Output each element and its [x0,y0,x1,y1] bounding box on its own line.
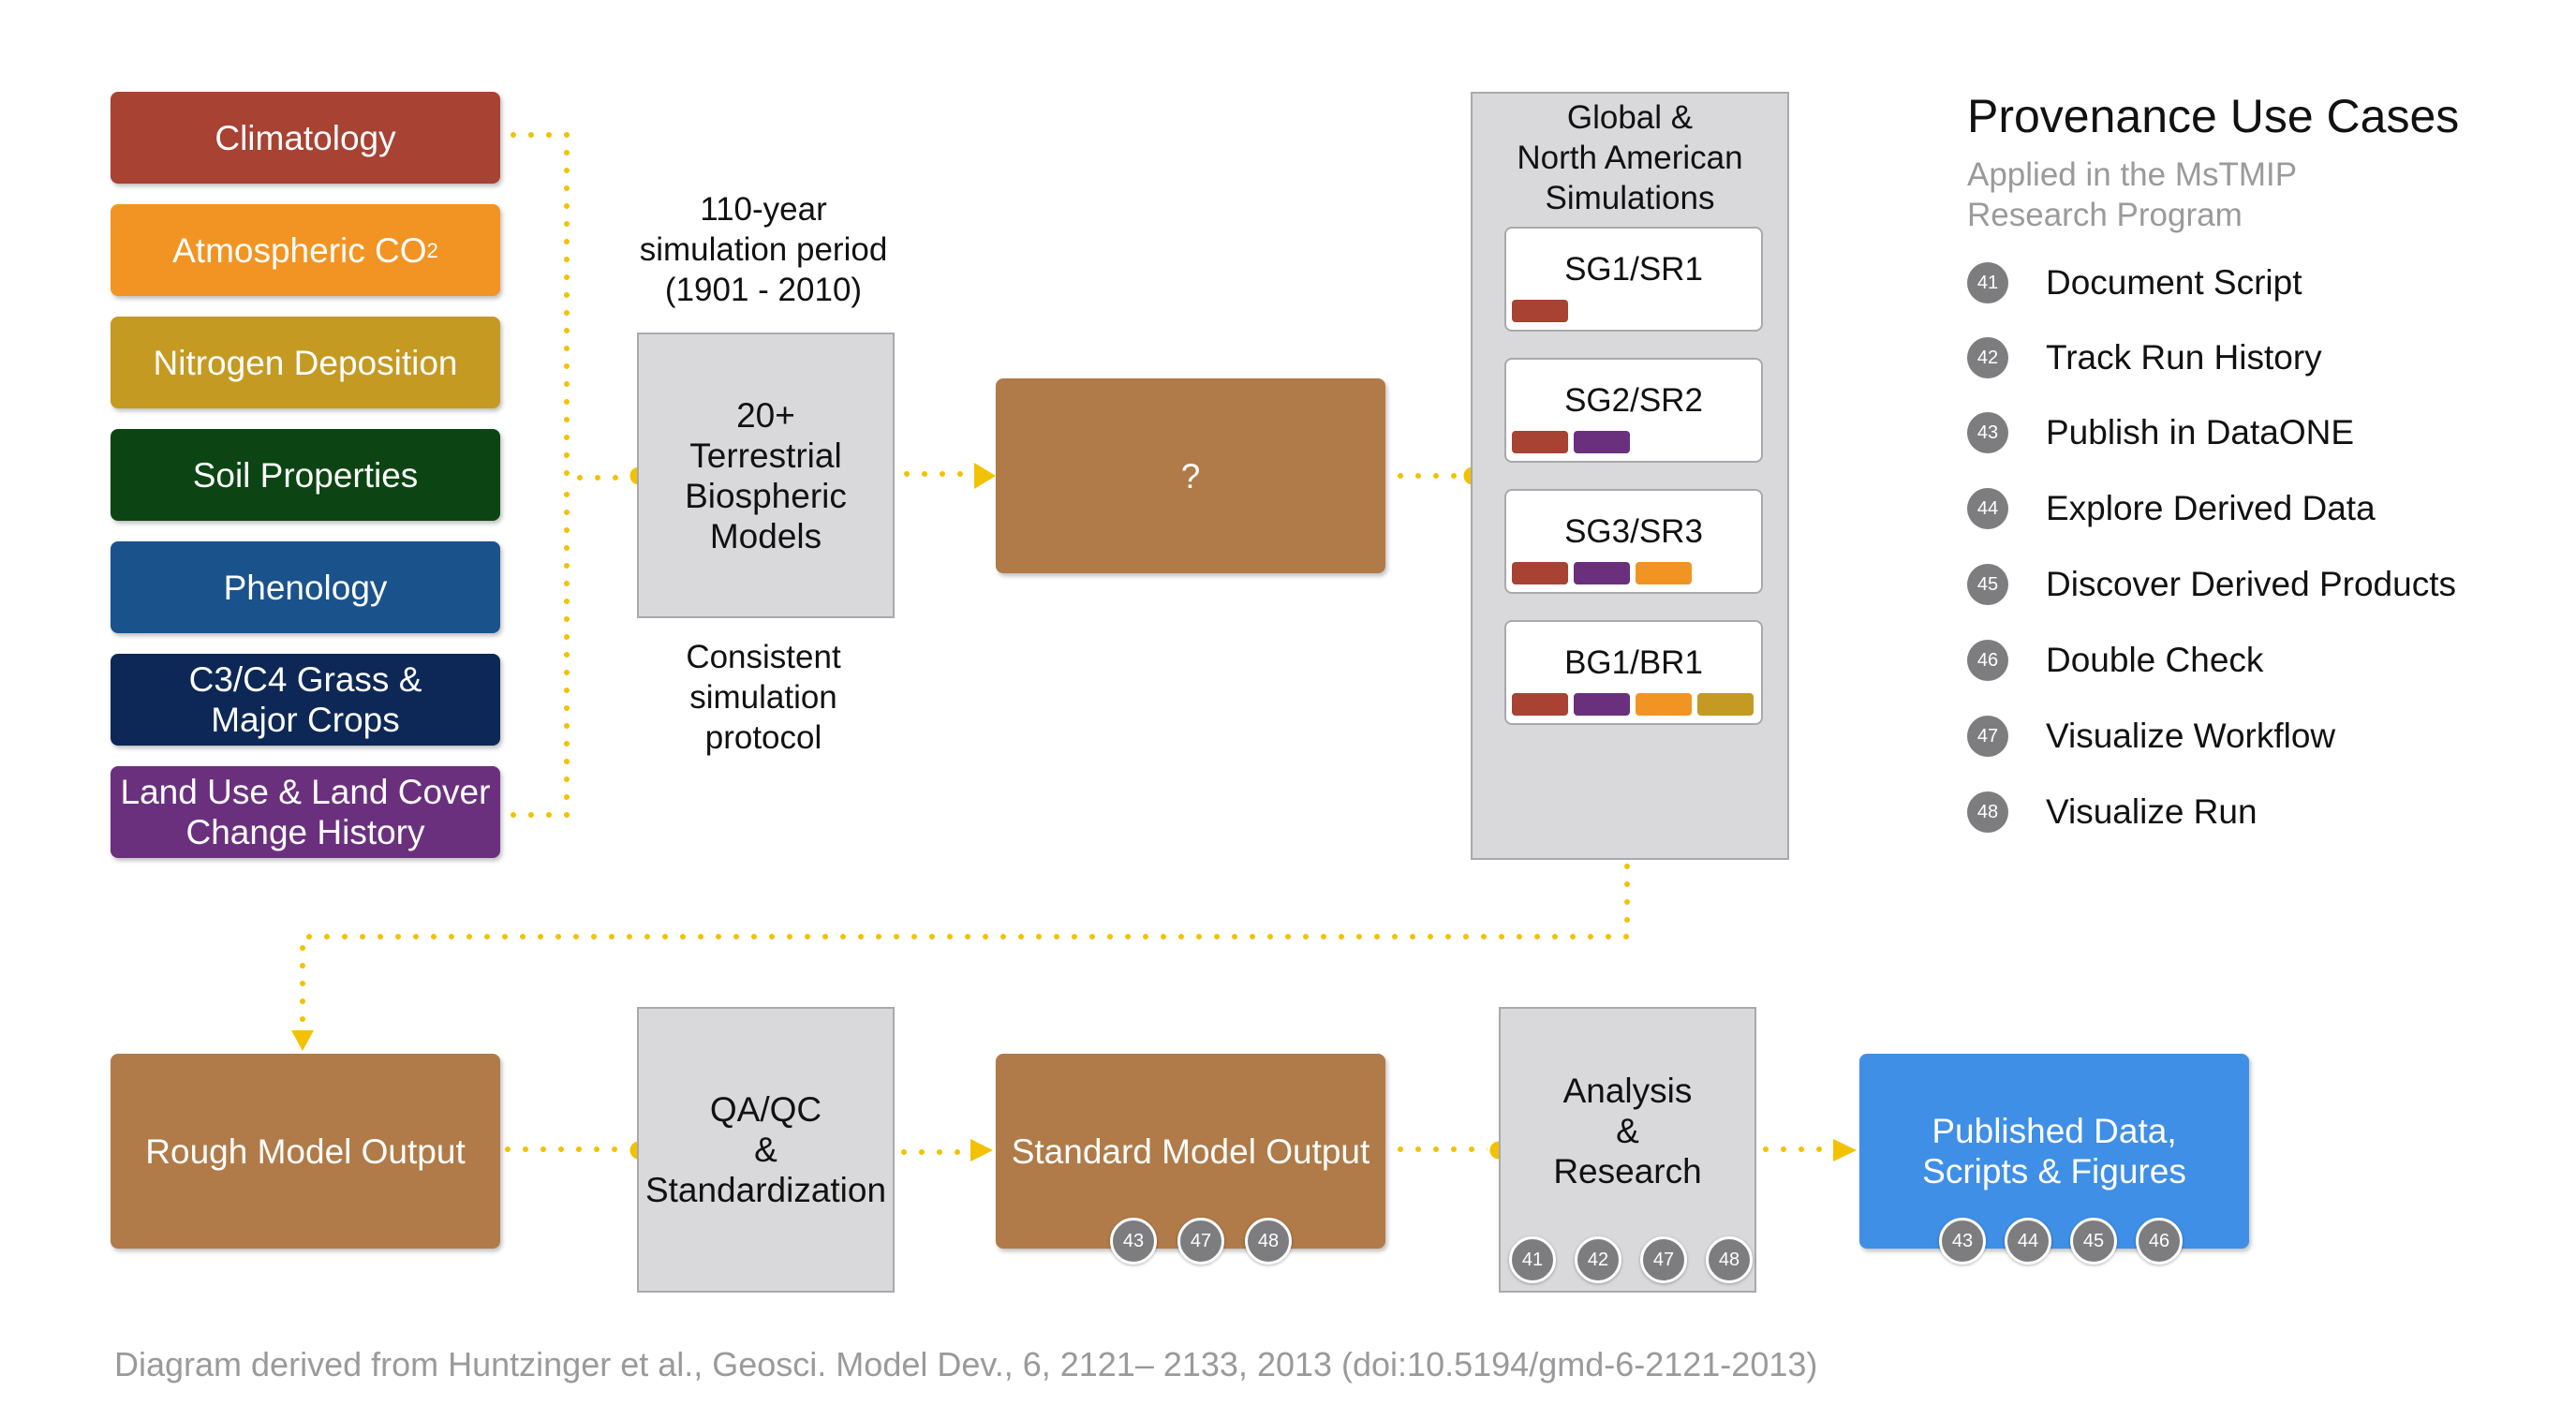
published-badges: 43 44 45 46 [1939,1218,2183,1264]
protocol-note: Consistent simulation protocol [686,639,841,756]
arrow-into-standard [970,1139,993,1161]
badge-icon: 47 [1177,1218,1224,1264]
badge-icon: 47 [1640,1236,1687,1283]
legend-item-label: Visualize Run [2046,792,2258,831]
sim-card-label: SG2/SR2 [1564,382,1703,419]
analysis-badges: 41 42 47 48 [1509,1236,1753,1283]
badge-icon: 43 [1967,412,2008,453]
input-land-use-history: Land Use & Land Cover Change History [111,766,500,858]
legend-item-label: Publish in DataONE [2046,413,2355,451]
sim-card-label: SG1/SR1 [1564,251,1703,288]
legend-item-label: Explore Derived Data [2046,489,2376,527]
arrow-into-rough [291,1030,314,1051]
legend-item-48: 48 Visualize Run [1967,791,2258,833]
input-nitrogen-deposition: Nitrogen Deposition [111,317,500,408]
legend-item-label: Discover Derived Products [2046,565,2456,603]
simulation-period-note: 110-year simulation period (1901 - 2010) [639,191,888,308]
swatch-climatology [1512,562,1568,584]
input-soil-properties: Soil Properties [111,429,500,521]
input-phenology: Phenology [111,541,500,633]
legend-item-47: 47 Visualize Workflow [1967,716,2335,757]
swatch-nitrogen [1697,693,1754,716]
sim-card-label: SG3/SR3 [1564,513,1703,550]
badge-icon: 41 [1509,1236,1556,1283]
legend-item-label: Double Check [2046,641,2264,679]
arrow-into-published [1833,1139,1857,1161]
swatch-co2 [1636,562,1692,584]
input-climatology: Climatology [111,92,500,184]
badge-icon: 45 [1967,564,2008,605]
legend-item-41: 41 Document Script [1967,262,2302,303]
published-data-box: Published Data, Scripts & Figures [1859,1054,2249,1249]
legend-title: Provenance Use Cases [1967,90,2460,142]
sim-card-swatches [1512,562,1692,584]
legend-item-46: 46 Double Check [1967,640,2263,681]
simulations-title: Global & North American Simulations [1517,99,1743,216]
legend-item-42: 42 Track Run History [1967,337,2322,378]
badge-icon: 46 [1967,640,2008,681]
badge-icon: 41 [1967,262,2008,303]
badge-icon: 43 [1110,1218,1157,1264]
legend-item-label: Visualize Workflow [2046,717,2336,755]
connector-sims-to-rough [300,864,1630,1024]
legend-subtitle: Applied in the MsTMIP Research Program [1967,156,2298,233]
badge-icon: 48 [1967,791,2008,833]
legend-item-43: 43 Publish in DataONE [1967,412,2354,453]
standard-output-badges: 43 47 48 [1110,1218,1292,1264]
badge-icon: 44 [1967,488,2008,529]
sim-card-label: BG1/BR1 [1564,644,1703,681]
badge-icon: 48 [1706,1236,1753,1283]
legend-item-44: 44 Explore Derived Data [1967,488,2376,529]
swatch-co2 [1636,693,1692,716]
input-c3c4-grass-crops: C3/C4 Grass & Major Crops [111,654,500,746]
swatch-land-use [1574,693,1630,716]
sim-card-swatches [1512,693,1754,716]
qaqc-box: QA/QC & Standardization [637,1007,895,1293]
simulations-panel: Global & North American Simulations SG1/… [1471,92,1789,860]
terrestrial-models-box: 20+ Terrestrial Biospheric Models [637,333,895,618]
sim-card-bg1: BG1/BR1 [1504,620,1763,725]
legend-item-label: Document Script [2046,263,2302,302]
legend-item-label: Track Run History [2046,338,2322,377]
swatch-climatology [1512,693,1568,716]
citation-text: Diagram derived from Huntzinger et al., … [114,1345,1818,1383]
badge-icon: 47 [1967,716,2008,757]
swatch-land-use [1574,562,1630,584]
connector-inputs-bottom [511,475,570,818]
legend-item-45: 45 Discover Derived Products [1967,564,2456,605]
sim-card-sg1: SG1/SR1 [1504,227,1763,332]
sim-card-sg3: SG3/SR3 [1504,489,1763,594]
badge-icon: 48 [1245,1218,1292,1264]
sim-card-swatches [1512,300,1568,322]
badge-icon: 46 [2136,1218,2183,1264]
sim-card-swatches [1512,431,1630,453]
badge-icon: 42 [1967,337,2008,378]
badge-icon: 42 [1575,1236,1621,1283]
sim-card-sg2: SG2/SR2 [1504,358,1763,463]
unknown-step-box: ? [996,378,1385,573]
badge-icon: 45 [2070,1218,2117,1264]
arrow-into-unknown [974,463,996,489]
swatch-climatology [1512,300,1568,322]
swatch-land-use [1574,431,1630,453]
rough-model-output-box: Rough Model Output [111,1054,500,1249]
badge-icon: 44 [2005,1218,2051,1264]
standard-model-output-box: Standard Model Output [996,1054,1385,1249]
swatch-climatology [1512,431,1568,453]
badge-icon: 43 [1939,1218,1986,1264]
